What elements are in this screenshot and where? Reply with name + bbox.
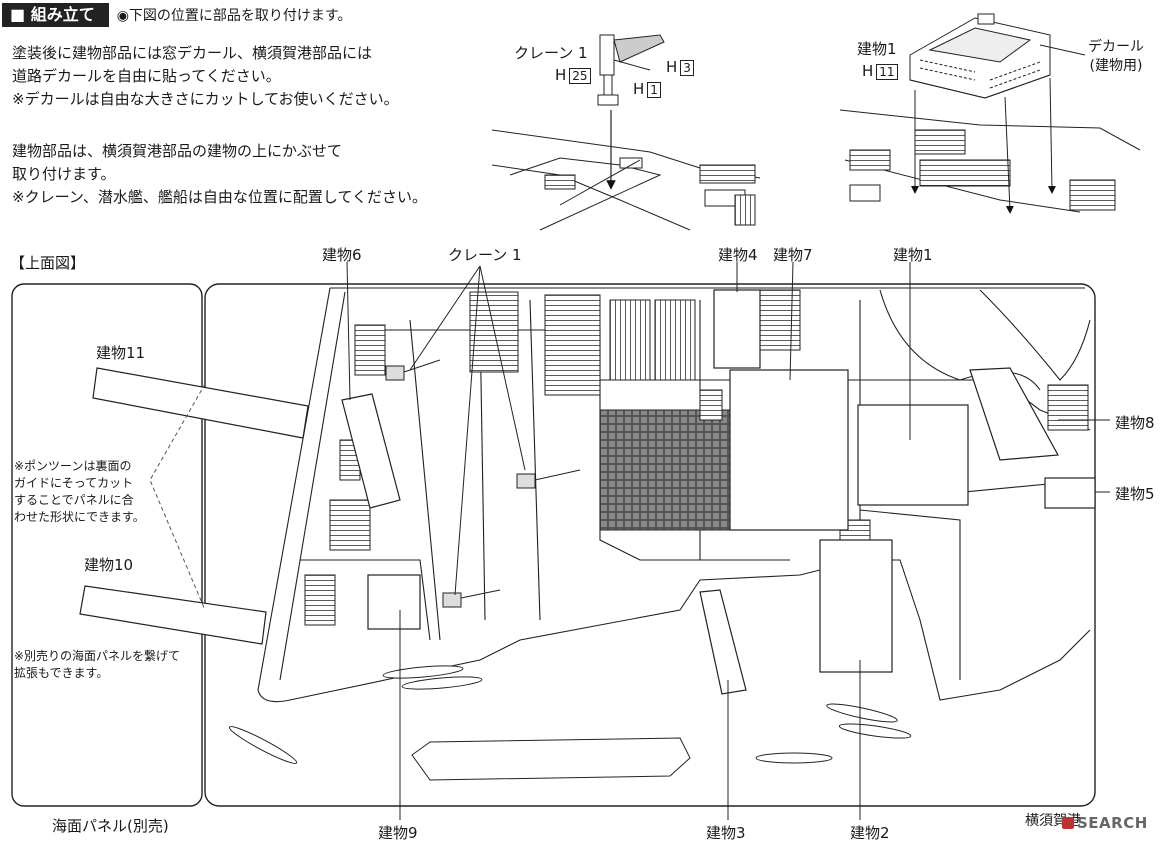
decal-label: デカール (建物用): [1088, 39, 1144, 74]
building-outlines: [341, 289, 1096, 695]
sea-panel-note: ※別売りの海面パネルを繋げて 拡張もできます。: [14, 649, 181, 680]
aircraft-carrier: [411, 737, 691, 781]
pontoon-10: [79, 585, 267, 645]
section-header: ■ 組み立て ◉下図の位置に部品を取り付けます。: [2, 3, 352, 27]
building-3: [699, 589, 747, 695]
label-building-1: 建物1: [893, 246, 933, 264]
label-building-9: 建物9: [378, 824, 418, 842]
building-4: [713, 289, 761, 369]
watermark: SEARCH: [1062, 814, 1148, 832]
label-building-4: 建物4: [718, 246, 758, 264]
instruction-line: 建物部品は、横須賀港部品の建物の上にかぶせて: [12, 142, 343, 160]
instruction-line: ※デカールは自由な大きさにカットしてお使いください。: [12, 90, 399, 108]
label-building-6: 建物6: [322, 246, 362, 264]
building-5: [1044, 477, 1096, 509]
section-note: ◉下図の位置に部品を取り付けます。: [116, 8, 352, 24]
label-building-5: 建物5: [1115, 485, 1155, 503]
building-detail-title: 建物1: [857, 40, 897, 58]
label-building-11: 建物11: [96, 344, 146, 362]
pontoon-note: ※ポンツーンは裏面の ガイドにそってカット することでパネルに合 わせた形状にで…: [14, 459, 145, 524]
watermark-logo-icon: [1062, 817, 1074, 829]
instruction-block-decal: 塗装後に建物部品には窓デカール、横須賀港部品には 道路デカールを自由に貼ってくだ…: [12, 42, 399, 111]
topview-title: 【上面図】: [10, 254, 86, 272]
leader-lines: [346, 261, 1110, 820]
label-crane-1: クレーン 1: [448, 246, 522, 264]
instruction-line: 道路デカールを自由に貼ってください。: [12, 67, 281, 85]
label-building-8: 建物8: [1115, 414, 1155, 432]
instruction-line: 取り付けます。: [12, 165, 116, 183]
building-6: [341, 393, 401, 509]
building-8: [969, 367, 1059, 461]
label-building-2: 建物2: [850, 824, 890, 842]
label-sea-panel: 海面パネル(別売): [52, 817, 169, 835]
label-building-10: 建物10: [84, 556, 134, 574]
building-7: [729, 369, 849, 531]
label-building-7: 建物7: [773, 246, 813, 264]
building-detail-illustration: [839, 13, 1141, 214]
section-title: ■ 組み立て: [2, 3, 109, 27]
instruction-block-building: 建物部品は、横須賀港部品の建物の上にかぶせて 取り付けます。 ※クレーン、潜水艦…: [12, 140, 427, 209]
instruction-line: ※クレーン、潜水艦、艦船は自由な位置に配置してください。: [12, 188, 428, 206]
crane-detail-title: クレーン 1: [514, 44, 588, 62]
sea-panel-outline: [11, 283, 203, 807]
building-1: [857, 404, 969, 506]
instruction-line: 塗装後に建物部品には窓デカール、横須賀港部品には: [12, 44, 373, 62]
crane-detail-illustration: [491, 34, 761, 231]
cut-guide-line: [149, 383, 206, 611]
label-building-3: 建物3: [706, 824, 746, 842]
building-9: [367, 574, 421, 630]
vessels: [228, 665, 912, 781]
building-2: [819, 539, 893, 673]
